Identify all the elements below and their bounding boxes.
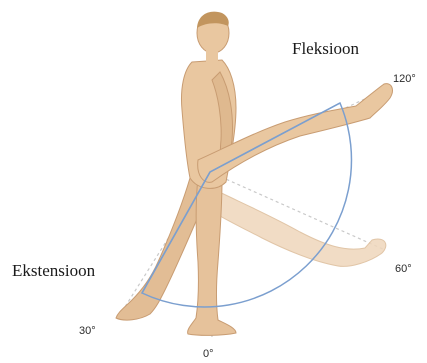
flexion-label: Fleksioon — [292, 39, 360, 58]
ghost-leg-60 — [196, 185, 386, 266]
angle-label-30: 30° — [79, 325, 96, 337]
extension-label: Ekstensioon — [12, 261, 96, 280]
angle-label-120: 120° — [393, 73, 416, 85]
angle-label-0: 0° — [203, 348, 214, 360]
head — [197, 12, 229, 64]
angle-label-60: 60° — [395, 263, 412, 275]
